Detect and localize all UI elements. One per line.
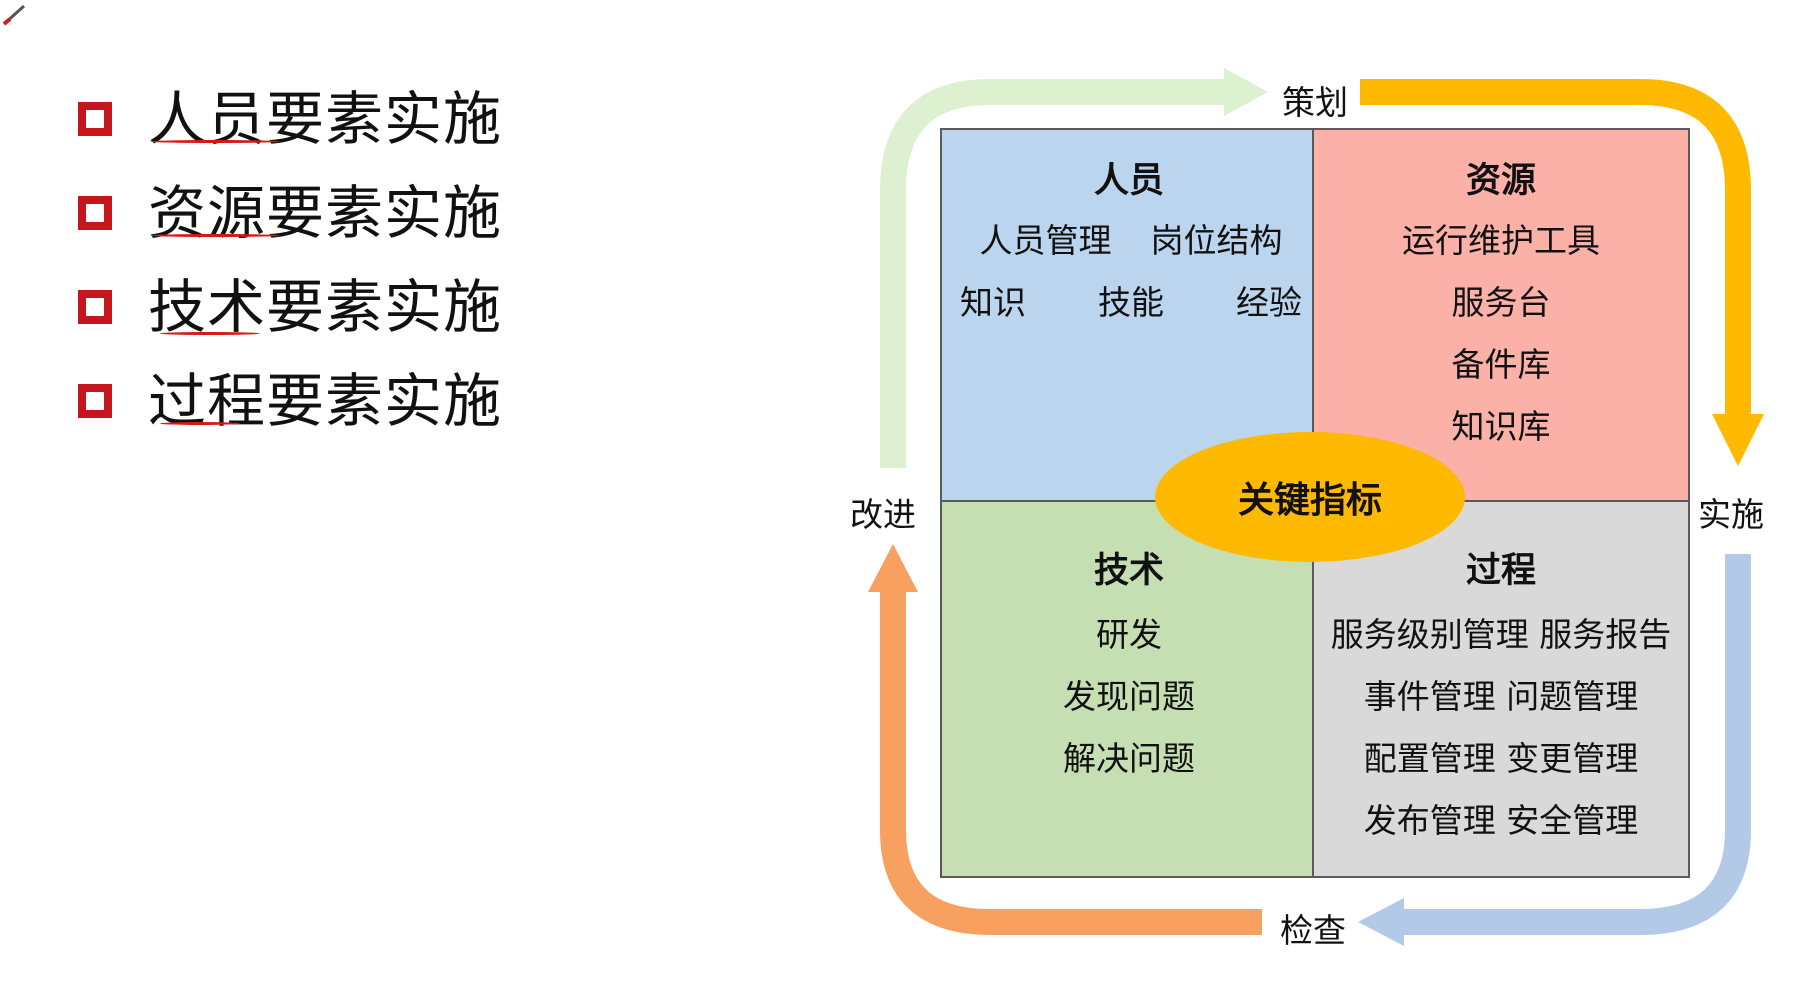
annotation-underline bbox=[160, 422, 240, 425]
arrow-do-to-check bbox=[1400, 554, 1751, 935]
key-indicator-ellipse: 关键指标 bbox=[1155, 432, 1465, 562]
people-row: 人员管理 岗位结构 bbox=[960, 210, 1302, 272]
quadrant-item: 服务台 bbox=[1451, 283, 1551, 322]
pen-cursor-icon bbox=[2, 4, 26, 26]
cycle-label-plan: 策划 bbox=[1282, 83, 1348, 122]
quadrant-items: 人员管理 岗位结构 知识 技能 经验 bbox=[960, 210, 1302, 334]
arrow-head-improve bbox=[868, 544, 918, 592]
element-checklist: 人员要素实施 资源要素实施 技术要素实施 过程要素实施 bbox=[78, 72, 502, 448]
quadrant-items: 研发 发现问题 解决问题 bbox=[942, 604, 1316, 790]
checklist-item-label: 技术要素实施 bbox=[148, 273, 503, 341]
cycle-label-improve: 改进 bbox=[850, 495, 916, 534]
quadrant-item: 服务级别管理 服务报告 bbox=[1330, 615, 1672, 654]
arrow-head-check bbox=[1358, 898, 1404, 946]
quadrant-people: 人员 人员管理 岗位结构 知识 技能 经验 bbox=[940, 128, 1318, 506]
quadrant-title: 资源 bbox=[1465, 161, 1536, 201]
people-item: 人员管理 bbox=[979, 221, 1112, 260]
arrow-check-to-improve bbox=[880, 586, 1262, 935]
annotation-underline bbox=[160, 332, 260, 335]
quadrant-item: 发布管理 安全管理 bbox=[1363, 801, 1639, 840]
arrow-plan-to-do bbox=[1360, 79, 1751, 420]
people-item: 经验 bbox=[1236, 283, 1302, 322]
checklist-item-process: 过程要素实施 bbox=[78, 354, 502, 448]
quadrant-item: 事件管理 问题管理 bbox=[1363, 677, 1639, 716]
cycle-label-do: 实施 bbox=[1698, 495, 1764, 534]
quadrant-process: 过程 服务级别管理 服务报告 事件管理 问题管理 配置管理 变更管理 发布管理 … bbox=[1312, 500, 1690, 878]
quadrant-tech: 技术 研发 发现问题 解决问题 bbox=[940, 500, 1318, 878]
quadrant-items: 服务级别管理 服务报告 事件管理 问题管理 配置管理 变更管理 发布管理 安全管… bbox=[1314, 604, 1688, 852]
checklist-item-resource: 资源要素实施 bbox=[78, 166, 502, 260]
checklist-item-tech: 技术要素实施 bbox=[78, 260, 502, 354]
annotation-underline bbox=[150, 234, 280, 237]
quadrant-item: 知识库 bbox=[1451, 407, 1551, 446]
quadrant-item: 备件库 bbox=[1451, 345, 1551, 384]
quadrant-title: 技术 bbox=[1093, 551, 1164, 591]
cycle-label-check: 检查 bbox=[1280, 911, 1346, 950]
checklist-item-people: 人员要素实施 bbox=[78, 72, 502, 166]
checklist-item-label: 资源要素实施 bbox=[148, 179, 503, 247]
checklist-item-label: 人员要素实施 bbox=[148, 85, 503, 153]
checkbox-icon bbox=[78, 196, 112, 230]
quadrant-items: 运行维护工具 服务台 备件库 知识库 bbox=[1314, 210, 1688, 458]
people-item: 技能 bbox=[1098, 283, 1164, 322]
quadrant-item: 解决问题 bbox=[1063, 739, 1195, 778]
checkbox-icon bbox=[78, 102, 112, 136]
quadrant-title: 人员 bbox=[1093, 161, 1164, 201]
quadrant-item: 配置管理 变更管理 bbox=[1363, 739, 1639, 778]
people-item: 知识 bbox=[960, 283, 1026, 322]
quadrant-title: 过程 bbox=[1465, 551, 1536, 591]
quadrant-item: 研发 bbox=[1096, 615, 1162, 654]
checkbox-icon bbox=[78, 290, 112, 324]
arrow-improve-to-plan bbox=[880, 79, 1232, 468]
people-item: 岗位结构 bbox=[1150, 221, 1283, 260]
checkbox-icon bbox=[78, 384, 112, 418]
checklist-item-label: 过程要素实施 bbox=[148, 367, 503, 435]
quadrant-item: 运行维护工具 bbox=[1402, 221, 1600, 260]
quadrant-item: 发现问题 bbox=[1063, 677, 1195, 716]
people-row: 知识 技能 经验 bbox=[960, 272, 1302, 334]
arrow-head-do bbox=[1712, 414, 1764, 466]
annotation-underline bbox=[150, 140, 280, 143]
arrow-head-plan bbox=[1224, 68, 1268, 116]
